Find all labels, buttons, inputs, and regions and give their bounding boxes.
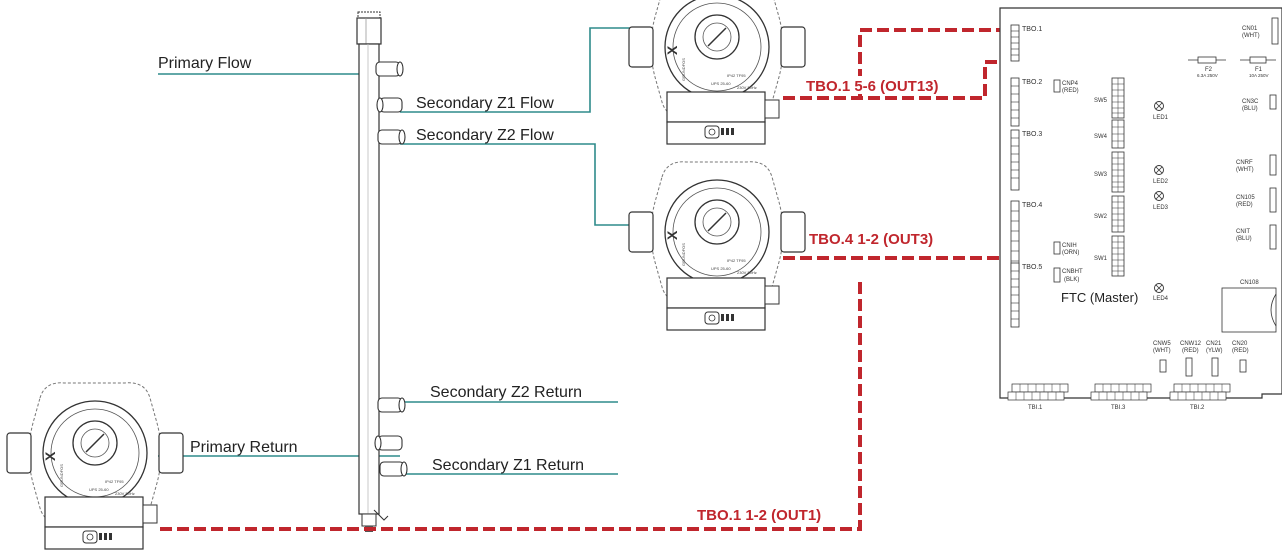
- label-primary-return: Primary Return: [190, 439, 298, 456]
- label-out3: TBO.4 1-2 (OUT3): [809, 231, 933, 248]
- led1-label: LED1: [1153, 115, 1169, 121]
- f1-rating: 10A 250V: [1249, 73, 1269, 78]
- cnbht-label: CNBHT: [1062, 269, 1083, 275]
- sw3-label: SW3: [1094, 172, 1108, 178]
- cn01-color: (WHT): [1242, 33, 1260, 39]
- cnw5-color: (WHT): [1153, 348, 1171, 354]
- tbo3-label: TBO.3: [1022, 131, 1042, 138]
- tbo1-label: TBO.1: [1022, 26, 1042, 33]
- cnbht-color: (BLK): [1064, 277, 1079, 283]
- pump-z2: [628, 161, 806, 331]
- cnw12-label: CNW12: [1180, 341, 1202, 347]
- sw4-label: SW4: [1094, 134, 1108, 140]
- cn01-label: CN01: [1242, 26, 1258, 32]
- signal-lines: [160, 28, 1007, 531]
- cn105-color: (RED): [1236, 202, 1253, 208]
- cnit-label: CNIT: [1236, 229, 1250, 235]
- label-out1: TBO.1 1-2 (OUT1): [697, 507, 821, 524]
- tbi2-label: TBI.2: [1190, 405, 1205, 411]
- tbi3-label: TBI.3: [1111, 405, 1126, 411]
- f2-rating: 6.3A 250V: [1197, 73, 1218, 78]
- label-secondary-z1-flow: Secondary Z1 Flow: [416, 95, 554, 112]
- cn20-label: CN20: [1232, 341, 1248, 347]
- tbo4-label: TBO.4: [1022, 202, 1042, 209]
- cnrf-label: CNRF: [1236, 160, 1253, 166]
- tbo2-label: TBO.2: [1022, 79, 1042, 86]
- cnih-color: (ORN): [1062, 250, 1079, 256]
- f2-label: F2: [1205, 67, 1213, 73]
- cn3c-color: (BLU): [1242, 106, 1258, 112]
- sw1-label: SW1: [1094, 256, 1108, 262]
- tbi1-label: TBI.1: [1028, 405, 1043, 411]
- header-pipe: [356, 11, 408, 532]
- cnih-label: CNIH: [1062, 243, 1077, 249]
- tbo5-label: TBO.5: [1022, 264, 1042, 271]
- sw2-label: SW2: [1094, 214, 1108, 220]
- pump-primary: [6, 382, 184, 550]
- cnp4-label: CNP4: [1062, 81, 1079, 87]
- board-title: FTC (Master): [1061, 290, 1138, 305]
- sw5-label: SW5: [1094, 98, 1108, 104]
- cnp4-color: (RED): [1062, 88, 1079, 94]
- pump-z1: [628, 0, 806, 145]
- ftc-board: TBO.1 TBO.2 TBO.3 TBO.4 TBO.5 CNP4 (RED)…: [999, 7, 1282, 411]
- label-secondary-z1-return: Secondary Z1 Return: [432, 457, 584, 474]
- cn20-color: (RED): [1232, 348, 1249, 354]
- label-primary-flow: Primary Flow: [158, 55, 252, 72]
- cn21-color: (YLW): [1206, 348, 1223, 354]
- cn21-label: CN21: [1206, 341, 1222, 347]
- label-secondary-z2-flow: Secondary Z2 Flow: [416, 127, 554, 144]
- cn3c-label: CN3C: [1242, 99, 1259, 105]
- led3-label: LED3: [1153, 205, 1169, 211]
- cnrf-color: (WHT): [1236, 167, 1254, 173]
- led4-label: LED4: [1153, 296, 1169, 302]
- f1-label: F1: [1255, 67, 1263, 73]
- cn105-label: CN105: [1236, 195, 1255, 201]
- cnw12-color: (RED): [1182, 348, 1199, 354]
- label-out13: TBO.1 5-6 (OUT13): [806, 78, 939, 95]
- cn108-label: CN108: [1240, 280, 1259, 286]
- label-secondary-z2-return: Secondary Z2 Return: [430, 384, 582, 401]
- led2-label: LED2: [1153, 179, 1169, 185]
- cnit-color: (BLU): [1236, 236, 1252, 242]
- cnw5-label: CNW5: [1153, 341, 1171, 347]
